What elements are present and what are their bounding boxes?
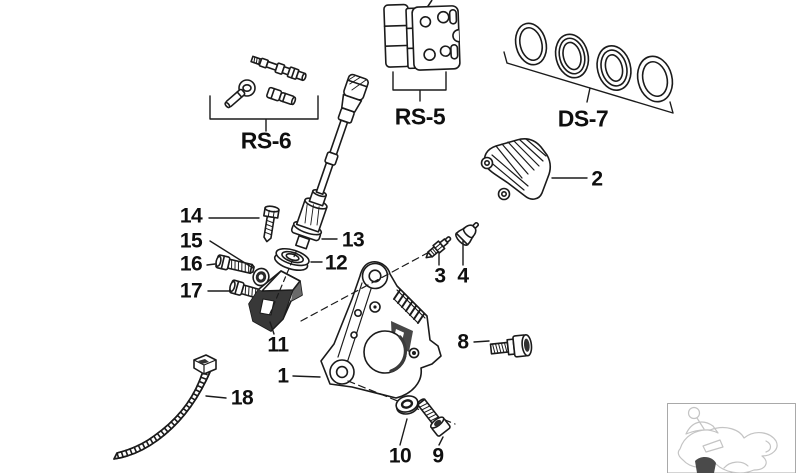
screw-part-14: [263, 205, 280, 243]
bolt-part-16: [215, 254, 255, 275]
bleed-screw-part-3: [425, 236, 452, 259]
stepped-pin: [250, 55, 307, 82]
callout-label-16[interactable]: 16: [179, 252, 203, 276]
callout-label-4[interactable]: 4: [457, 264, 469, 288]
rs5-brake-pads: [383, 0, 461, 71]
spacer-disc-part-12: [273, 247, 310, 272]
seal-ring-3: [596, 45, 632, 91]
motorcycle-icon: [677, 406, 778, 473]
seal-ring-4: [636, 55, 674, 103]
callout-label-15[interactable]: 15: [179, 229, 203, 253]
cover-part-2: [480, 138, 551, 201]
kit-label-rs6[interactable]: RS-6: [240, 127, 292, 154]
seal-ring-2: [554, 33, 590, 79]
caliper-part-1: [320, 261, 442, 399]
seal-ring-1: [514, 22, 548, 66]
leader-lines: [205, 177, 588, 446]
ds7-bracket: [503, 51, 674, 114]
motorcycle-thumbnail: [667, 403, 796, 473]
callout-label-13[interactable]: 13: [341, 228, 365, 252]
callout-label-9[interactable]: 9: [432, 444, 444, 468]
cable-strap-part-18: [113, 354, 217, 460]
kit-label-ds7[interactable]: DS-7: [557, 105, 609, 132]
callout-label-14[interactable]: 14: [179, 204, 203, 228]
callout-label-1[interactable]: 1: [277, 364, 289, 388]
rs6-bracket: [209, 95, 319, 132]
callout-label-12[interactable]: 12: [324, 251, 348, 275]
callout-label-10[interactable]: 10: [388, 444, 412, 468]
dust-cap-part-4: [455, 221, 480, 246]
callout-label-3[interactable]: 3: [434, 264, 446, 288]
seal-ring-part-15: [252, 267, 270, 287]
kit-label-rs5[interactable]: RS-5: [394, 103, 446, 130]
callout-label-18[interactable]: 18: [230, 386, 254, 410]
bolt-part-9: [416, 398, 451, 437]
sleeve-fitting: [266, 86, 297, 106]
washer-part-10: [395, 395, 420, 415]
ds7-seal-rings: [514, 22, 674, 103]
rs6-kit-parts: [224, 55, 307, 109]
callout-label-11[interactable]: 11: [267, 333, 289, 357]
callout-label-8[interactable]: 8: [457, 330, 469, 354]
banjo-bolt-part-8: [489, 333, 533, 358]
rs5-bracket: [392, 71, 447, 102]
callout-label-2[interactable]: 2: [591, 167, 603, 191]
banjo-pin: [224, 79, 256, 109]
wear-sensor-part-13: [290, 73, 369, 250]
callout-label-17[interactable]: 17: [179, 279, 203, 303]
